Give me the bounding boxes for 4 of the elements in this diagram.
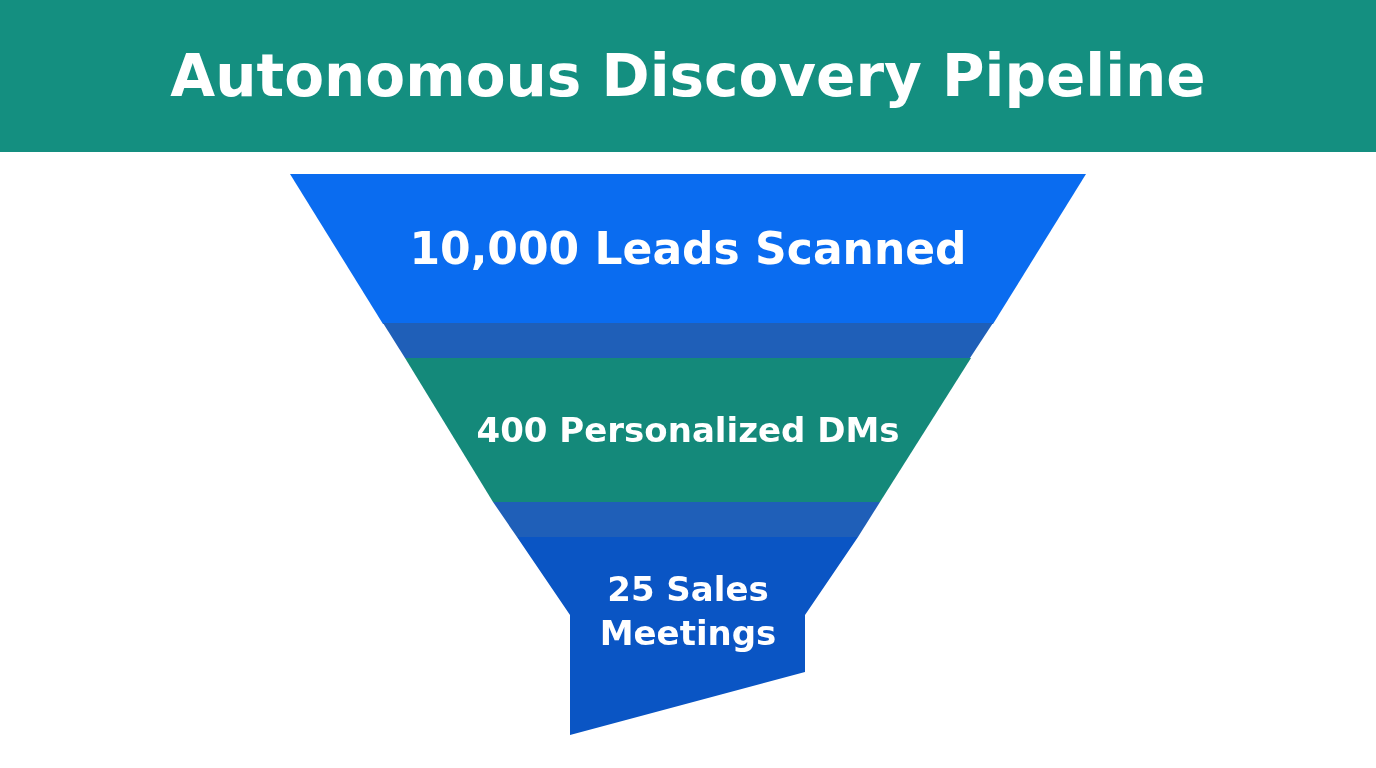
stage-label: 10,000 Leads Scanned — [408, 222, 968, 276]
stage-label: 25 Sales Meetings — [598, 568, 778, 656]
title: Autonomous Discovery Pipeline — [169, 41, 1207, 112]
stage-label: 400 Personalized DMs — [475, 409, 901, 452]
